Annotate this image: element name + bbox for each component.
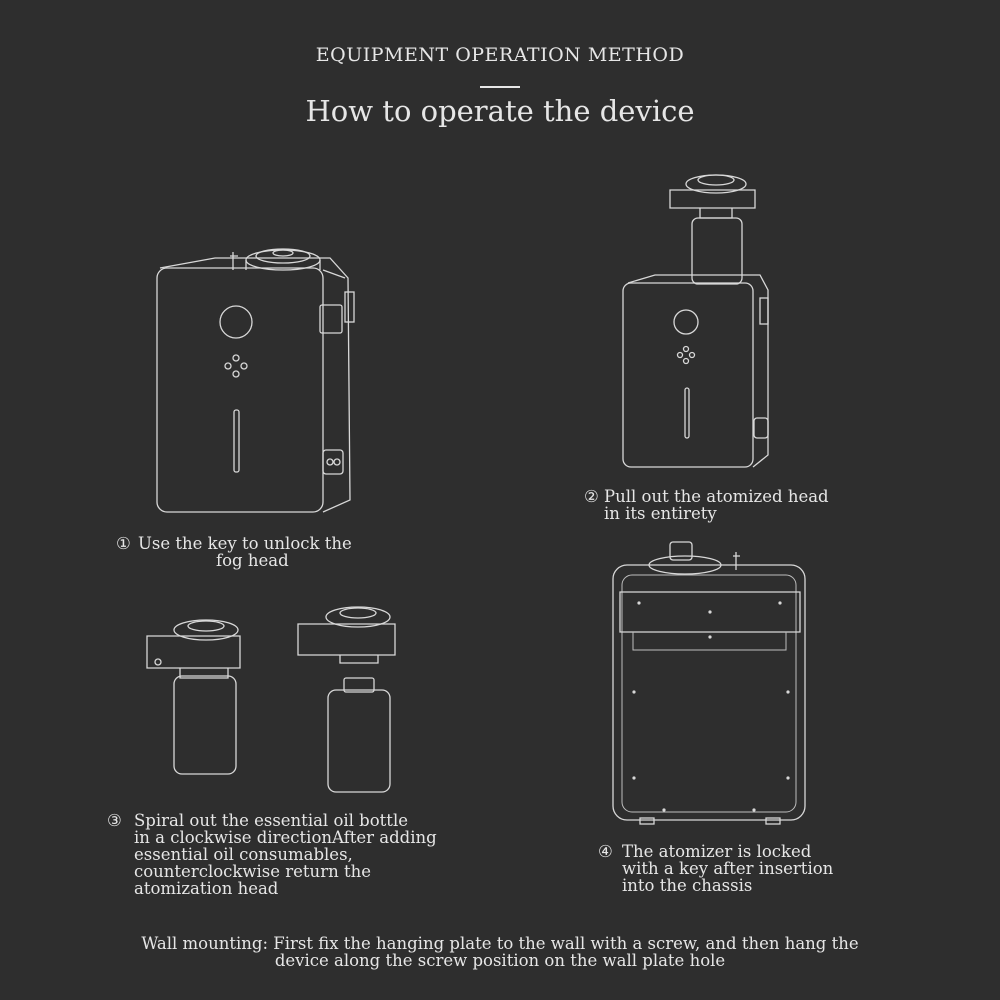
wall-mounting-line-1: Wall mounting: First fix the hanging pla… xyxy=(141,934,859,953)
step-3-line-3: essential oil consumables, xyxy=(134,845,353,864)
control-dots-icon xyxy=(224,354,248,378)
device-pull-out-illustration xyxy=(622,174,769,468)
step-2-caption: ② Pull out the atomized head in its entir… xyxy=(584,488,864,522)
wall-mounting-line-2: device along the screw position on the w… xyxy=(274,951,726,970)
step-3-number: ③ xyxy=(107,811,122,830)
step-1-caption: ① Use the key to unlock the fog head xyxy=(116,535,376,569)
step-4-line-3: into the chassis xyxy=(622,876,753,895)
step-2-line-1: Pull out the atomized head xyxy=(604,487,829,506)
step-4-line-2: with a key after insertion xyxy=(622,859,834,878)
step-4-number: ④ xyxy=(598,842,613,861)
step-3-line-2: in a clockwise directionAfter adding xyxy=(134,828,437,847)
step-4-line-1: The atomizer is locked xyxy=(622,842,812,861)
page-title: How to operate the device xyxy=(305,94,695,128)
step-3-line-1: Spiral out the essential oil bottle xyxy=(134,811,408,830)
chassis-locked-illustration xyxy=(612,541,806,825)
atomizer-bottle-illustration xyxy=(146,606,396,793)
step-3-line-5: atomization head xyxy=(134,879,279,898)
wall-mounting-note: Wall mounting: First fix the hanging pla… xyxy=(0,935,1000,969)
step-4-caption: ④ The atomizer is locked with a key after… xyxy=(598,843,878,894)
step-2-line-2: in its entirety xyxy=(604,504,717,523)
step-1-line-1: Use the key to unlock the xyxy=(138,534,352,553)
key-icon xyxy=(230,252,238,270)
step-2-number: ② xyxy=(584,487,599,506)
step-3-caption: ③ Spiral out the essential oil bottle in … xyxy=(107,812,467,897)
step-1-number: ① xyxy=(116,534,131,553)
title-divider xyxy=(480,86,520,88)
step-3-line-4: counterclockwise return the xyxy=(134,862,371,881)
step-1-line-2: fog head xyxy=(216,551,289,570)
device-unlock-illustration xyxy=(156,248,355,513)
section-label: EQUIPMENT OPERATION METHOD xyxy=(315,44,685,66)
